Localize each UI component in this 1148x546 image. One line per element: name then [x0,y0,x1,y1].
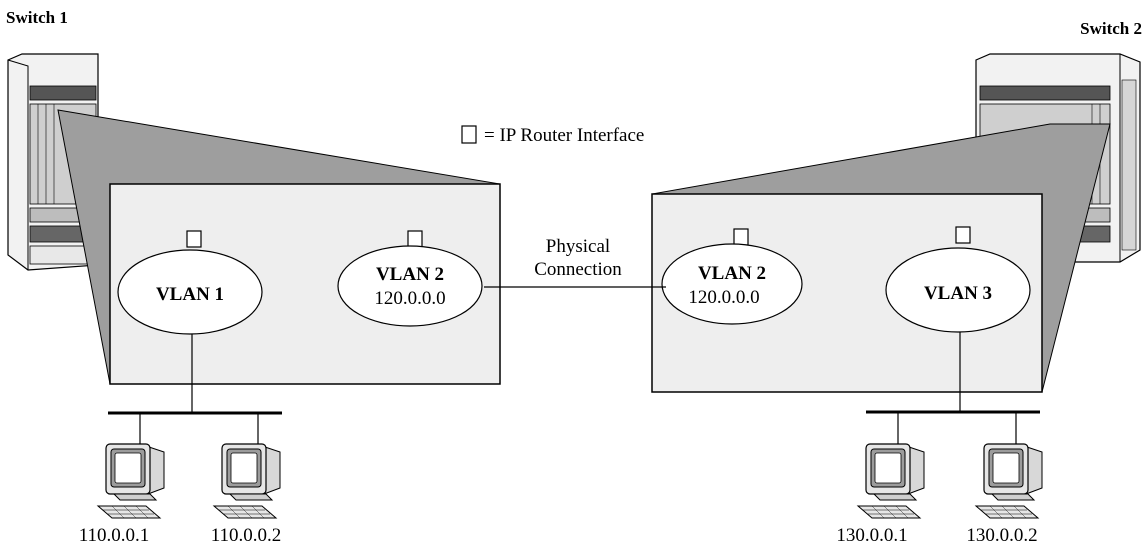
s2-vlan-2-name: VLAN 2 [698,263,766,284]
router-interface-square [955,226,971,244]
host-ip-label: 130.0.0.1 [836,525,907,546]
s1-vlan-2-ip: 120.0.0.0 [374,288,445,309]
computer-icon [857,443,925,519]
legend-interface-square [461,125,477,144]
computer-icon [975,443,1043,519]
physical-connection-label-line2: Connection [534,259,622,280]
vlan-1-name: VLAN 1 [156,284,224,305]
legend-text: = IP Router Interface [484,125,644,146]
computer-icon [213,443,281,519]
s1-vlan-2-name: VLAN 2 [376,264,444,285]
host-ip-label: 110.0.0.2 [211,525,282,546]
host-ip-label: 110.0.0.1 [79,525,150,546]
host-ip-label: 130.0.0.2 [966,525,1037,546]
router-interface-square [733,228,749,246]
physical-connection-label-line1: Physical [546,236,610,257]
switch-1-label: Switch 1 [6,8,68,27]
router-interface-square [186,230,202,248]
switch-2-label: Switch 2 [1080,19,1142,38]
s2-vlan-2-ip: 120.0.0.0 [688,287,759,308]
switch-1-chassis [7,53,99,271]
vlan-3-name: VLAN 3 [924,283,992,304]
vlan-1-ellipse [117,249,263,335]
computer-icon [97,443,165,519]
router-interface-square [407,230,423,248]
vlan-3-ellipse [885,247,1031,333]
s1-vlan-2-ellipse [337,245,483,327]
s2-vlan-2-ellipse [661,243,803,325]
